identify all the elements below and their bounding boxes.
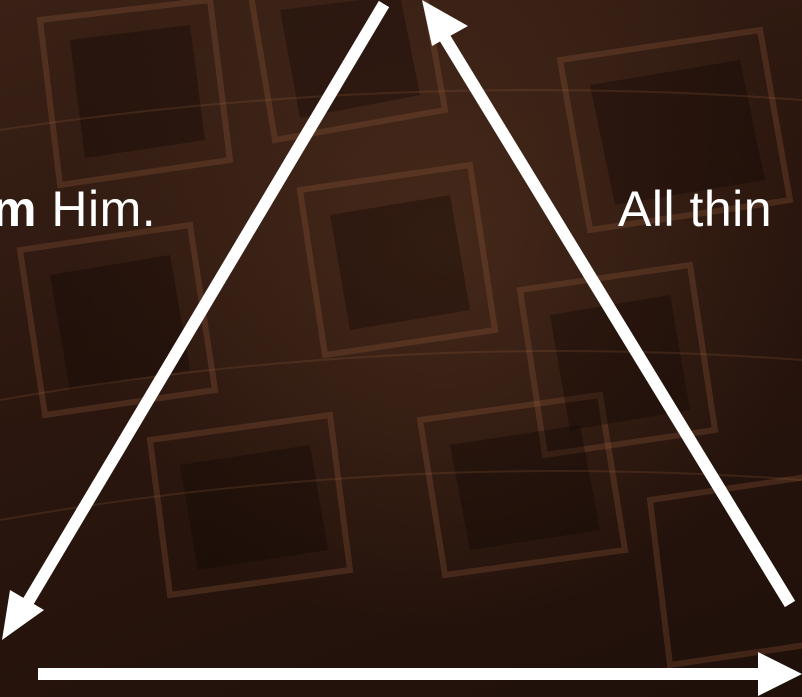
arrow-bottom-right-to-top xyxy=(422,0,790,604)
arrow-bottom-left-to-right xyxy=(38,652,802,696)
arrow-top-to-bottom-left xyxy=(2,4,384,640)
